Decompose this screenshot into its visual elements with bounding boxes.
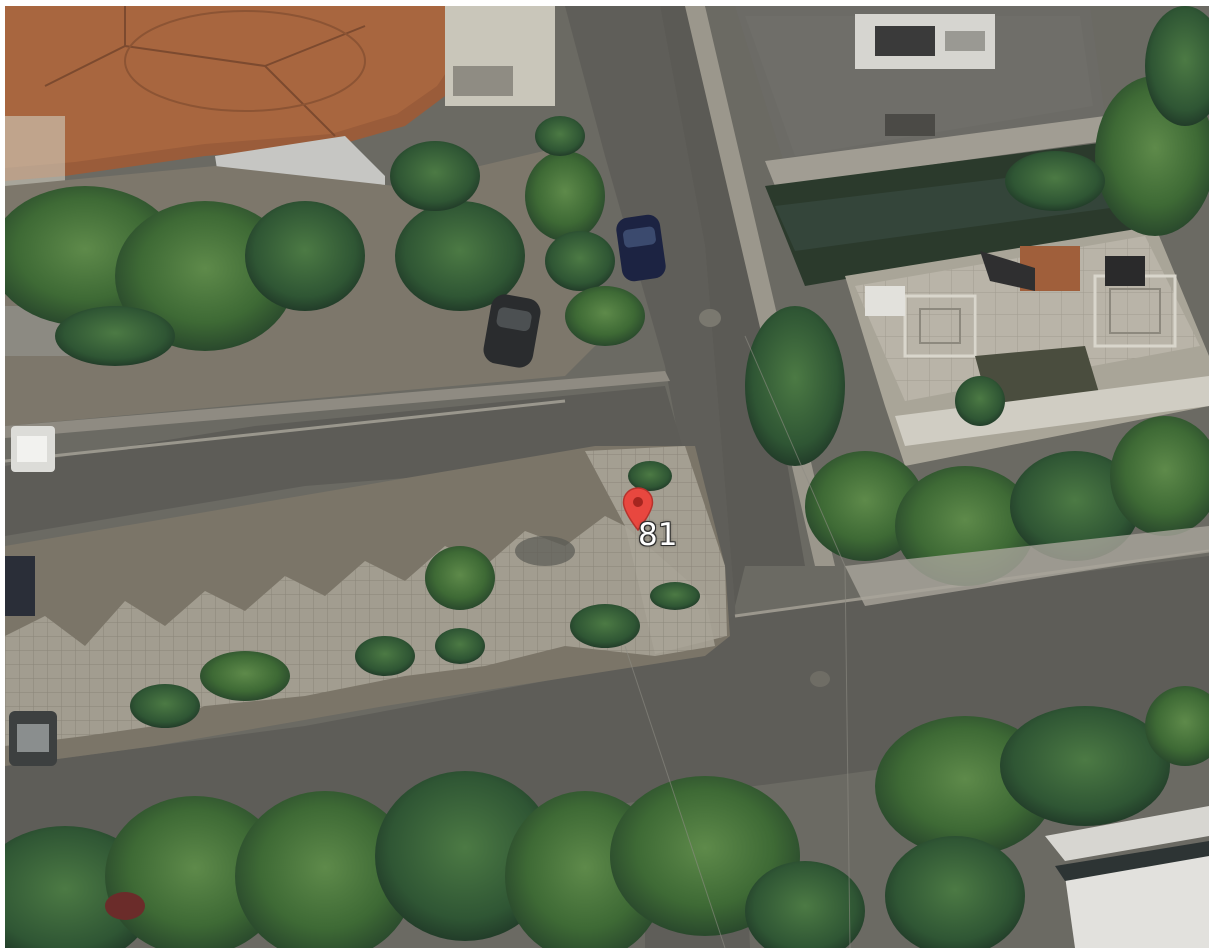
satellite-imagery bbox=[5, 6, 1209, 948]
satellite-map[interactable]: 81 bbox=[5, 6, 1209, 948]
map-pin-icon[interactable] bbox=[622, 487, 654, 531]
marker-label: 81 bbox=[638, 517, 678, 553]
